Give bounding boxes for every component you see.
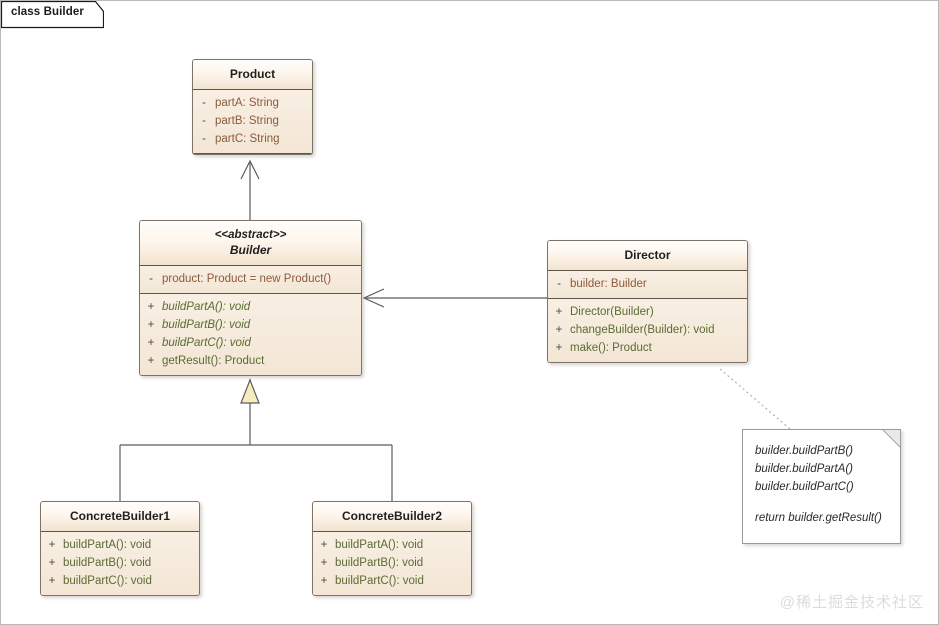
visibility-marker: - [202,97,206,109]
attribute-label: builder: Builder [570,278,647,290]
edge-builder-to-product [240,159,260,220]
visibility-marker: + [320,575,328,587]
operation-row: + buildPartC(): void [313,572,471,590]
note-return-line: return builder.getResult() [755,512,882,524]
frame-tab: class Builder [1,1,104,29]
class-name-product: Product [229,67,276,81]
operation-label: buildPartB(): void [335,557,424,569]
operation-label: buildPartA(): void [335,539,424,551]
class-header-builder: <<abstract>> Builder [140,221,361,266]
visibility-marker: + [48,575,56,587]
class-header-product: Product [193,60,312,90]
visibility-marker: + [147,355,155,367]
class-name-builder: Builder [229,243,272,257]
note-text: builder.buildPartB() builder.buildPartA(… [743,430,900,537]
operations-concretebuilder2: + buildPartA(): void + buildPartB(): voi… [313,532,471,595]
operations-builder: + buildPartA(): void + buildPartB(): voi… [140,294,361,375]
visibility-marker: + [320,539,328,551]
operations-director: + Director(Builder) + changeBuilder(Buil… [548,299,747,362]
operation-label: buildPartC(): void [162,337,251,349]
operation-label: make(): Product [570,342,652,354]
edge-generalization-tree [119,378,393,501]
attributes-builder: - product: Product = new Product() [140,266,361,294]
operation-row: + buildPartA(): void [313,536,471,554]
attributes-director: - builder: Builder [548,271,747,299]
attribute-row: - builder: Builder [548,275,747,293]
note-spacer [755,496,888,509]
edge-director-to-note [719,368,791,430]
operation-label: buildPartB(): void [162,319,251,331]
operation-row: + buildPartA(): void [41,536,199,554]
note-box[interactable]: builder.buildPartB() builder.buildPartA(… [742,429,901,544]
attribute-label: product: Product = new Product() [162,273,332,285]
visibility-marker: + [147,301,155,313]
operation-row: + changeBuilder(Builder): void [548,321,747,339]
attribute-label: partA: String [215,97,279,109]
attribute-row: - partA: String [193,94,312,112]
class-header-concretebuilder2: ConcreteBuilder2 [313,502,471,532]
edge-director-to-builder [362,288,547,308]
class-box-concretebuilder1[interactable]: ConcreteBuilder1 + buildPartA(): void + … [40,501,200,596]
note-fold-corner-icon [882,429,901,448]
operation-label: getResult(): Product [162,355,265,367]
class-stereotype-builder: <<abstract>> [214,229,287,241]
operation-label: buildPartC(): void [63,575,152,587]
visibility-marker: - [149,273,153,285]
operation-row: + buildPartB(): void [313,554,471,572]
operation-row: + make(): Product [548,339,747,357]
operation-label: Director(Builder) [570,306,654,318]
operation-label: changeBuilder(Builder): void [570,324,715,336]
note-line: builder.buildPartA() [755,463,854,475]
visibility-marker: + [555,342,563,354]
class-box-product[interactable]: Product - partA: String - partB: String … [192,59,313,155]
operation-row: + getResult(): Product [140,352,361,370]
operation-label: buildPartA(): void [162,301,251,313]
class-header-concretebuilder1: ConcreteBuilder1 [41,502,199,532]
operation-row: + Director(Builder) [548,303,747,321]
attribute-row: - product: Product = new Product() [140,270,361,288]
class-box-builder[interactable]: <<abstract>> Builder - product: Product … [139,220,362,376]
visibility-marker: - [202,133,206,145]
note-line: builder.buildPartB() [755,445,854,457]
watermark: @稀土掘金技术社区 [779,594,924,611]
visibility-marker: + [48,557,56,569]
operation-row: + buildPartA(): void [140,298,361,316]
frame-tab-shape [1,1,104,29]
class-box-concretebuilder2[interactable]: ConcreteBuilder2 + buildPartA(): void + … [312,501,472,596]
attributes-product: - partA: String - partB: String - partC:… [193,90,312,154]
operation-label: buildPartB(): void [63,557,152,569]
operations-concretebuilder1: + buildPartA(): void + buildPartB(): voi… [41,532,199,595]
operation-row: + buildPartB(): void [41,554,199,572]
operation-row: + buildPartB(): void [140,316,361,334]
frame-tab-label: class Builder [11,6,84,18]
class-name-concretebuilder2: ConcreteBuilder2 [341,509,443,523]
visibility-marker: - [557,278,561,290]
class-header-director: Director [548,241,747,271]
class-box-director[interactable]: Director - builder: Builder + Director(B… [547,240,748,363]
visibility-marker: + [147,337,155,349]
visibility-marker: + [48,539,56,551]
visibility-marker: + [147,319,155,331]
class-name-concretebuilder1: ConcreteBuilder1 [69,509,171,523]
operation-label: buildPartA(): void [63,539,152,551]
operation-row: + buildPartC(): void [41,572,199,590]
note-line: builder.buildPartC() [755,481,854,493]
attribute-row: - partB: String [193,112,312,130]
visibility-marker: - [202,115,206,127]
class-name-director: Director [624,248,671,262]
operation-row: + buildPartC(): void [140,334,361,352]
attribute-label: partB: String [215,115,279,127]
operation-label: buildPartC(): void [335,575,424,587]
attribute-label: partC: String [215,133,280,145]
visibility-marker: + [555,306,563,318]
attribute-row: - partC: String [193,130,312,148]
visibility-marker: + [320,557,328,569]
visibility-marker: + [555,324,563,336]
